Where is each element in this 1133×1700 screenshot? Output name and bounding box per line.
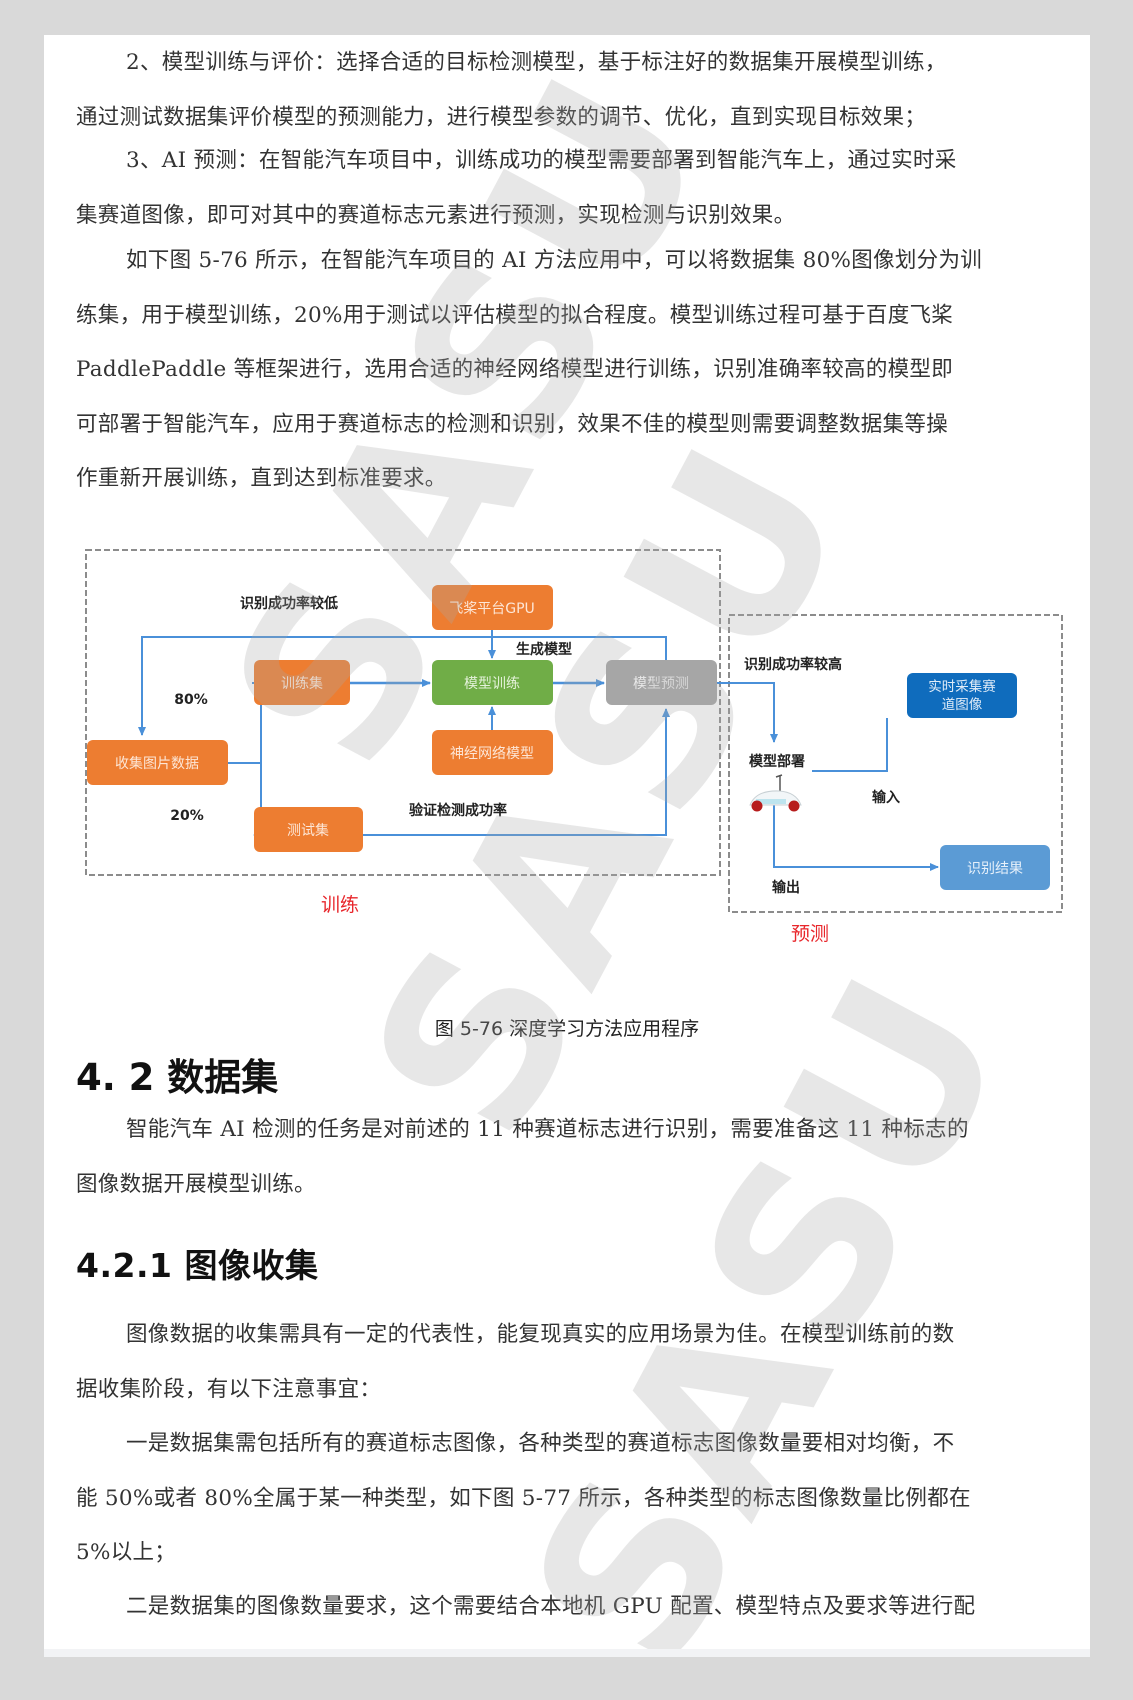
prediction-section-frame — [728, 614, 1063, 913]
arrow-to-trainset-final — [252, 683, 261, 763]
text-line: 2、模型训练与评价：选择合适的目标检测模型，基于标注好的数据集开展模型训练， — [126, 50, 947, 75]
label-verify-success: 验证检测成功率 — [409, 802, 507, 819]
arrow-realtime-to-car — [812, 718, 888, 772]
text-line: 图像数据开展模型训练。 — [76, 1171, 316, 1197]
text-line: 能 50%或者 80%全属于某一种类型，如下图 5-77 所示，各种类型的标志图… — [76, 1485, 971, 1511]
arrow-collect-to-trainset — [252, 683, 261, 763]
training-section-frame — [85, 549, 721, 876]
text-line: 作重新开展训练，直到达到标准要求。 — [76, 466, 447, 491]
label-80-percent: 80% — [174, 692, 208, 708]
arrow-split-80-path — [251, 683, 261, 763]
text-line: 可部署于智能汽车，应用于赛道标志的检测和识别，效果不佳的模型则需要调整数据集等操 — [76, 411, 949, 437]
text-line: 二是数据集的图像数量要求，这个需要结合本地机 GPU 配置、模型特点及要求等进行… — [126, 1594, 976, 1619]
paragraph-point-one: 一是数据集需包括所有的赛道标志图像，各种类型的赛道标志图像数量要相对均衡，不 能… — [76, 1417, 1036, 1581]
paragraph-figure-intro: 如下图 5-76 所示，在智能汽车项目的 AI 方法应用中，可以将数据集 80%… — [76, 234, 1036, 507]
svg-text:实时采集赛: 实时采集赛 — [928, 679, 996, 695]
svg-text:识别结果: 识别结果 — [967, 861, 1023, 877]
paragraph-point-two: 二是数据集的图像数量要求，这个需要结合本地机 GPU 配置、模型特点及要求等进行… — [76, 1580, 1036, 1635]
node-test-set: 测试集 — [254, 807, 363, 852]
arrow-to-test-set — [253, 763, 262, 839]
paragraph-model-training-evaluation: 2、模型训练与评价：选择合适的目标检测模型，基于标注好的数据集开展模型训练， 通… — [76, 36, 1036, 145]
label-generate-model: 生成模型 — [516, 641, 572, 658]
text-line: 通过测试数据集评价模型的预测能力，进行模型参数的调节、优化，直到实现目标效果； — [76, 104, 927, 130]
page-bottom-edge — [44, 1649, 1090, 1657]
svg-text:模型预测: 模型预测 — [633, 676, 689, 692]
text-line: 如下图 5-76 所示，在智能汽车项目的 AI 方法应用中，可以将数据集 80%… — [126, 248, 983, 273]
label-model-deploy: 模型部署 — [749, 753, 805, 770]
watermark-sasu: SASU — [321, 400, 903, 1177]
text-line: 图像数据的收集需具有一定的代表性，能复现真实的应用场景为佳。在模型训练前的数 — [126, 1322, 955, 1347]
label-low-success: 识别成功率较低 — [240, 595, 338, 612]
node-realtime-capture: 实时采集赛 道图像 — [907, 673, 1017, 718]
text-line: 集赛道图像，即可对其中的赛道标志元素进行预测，实现检测与识别效果。 — [76, 202, 796, 228]
paragraph-ai-prediction: 3、AI 预测：在智能汽车项目中，训练成功的模型需要部署到智能汽车上，通过实时采… — [76, 134, 1036, 243]
text-line: 智能汽车 AI 检测的任务是对前述的 11 种赛道标志进行识别，需要准备这 11… — [126, 1117, 969, 1142]
text-line: 3、AI 预测：在智能汽车项目中，训练成功的模型需要部署到智能汽车上，通过实时采 — [126, 148, 957, 173]
figure-caption: 图 5-76 深度学习方法应用程序 — [434, 1018, 700, 1040]
svg-text:飞桨平台GPU: 飞桨平台GPU — [449, 600, 535, 617]
arrow-testset-to-predict — [363, 708, 670, 836]
arrow-train-set — [251, 683, 261, 763]
svg-text:模型训练: 模型训练 — [464, 676, 520, 692]
text-line: 据收集阶段，有以下注意事宜： — [76, 1376, 382, 1402]
label-high-success: 识别成功率较高 — [744, 656, 842, 673]
node-neural-network: 神经网络模型 — [432, 730, 553, 775]
svg-text:收集图片数据: 收集图片数据 — [115, 755, 199, 772]
svg-text:训练集: 训练集 — [281, 675, 323, 692]
svg-text:神经网络模型: 神经网络模型 — [450, 746, 534, 762]
label-output: 输出 — [772, 879, 800, 896]
paragraph-image-collection: 图像数据的收集需具有一定的代表性，能复现真实的应用场景为佳。在模型训练前的数 据… — [76, 1308, 1036, 1417]
branch-80 — [251, 683, 261, 763]
arrow-split-80 — [252, 683, 261, 763]
label-20-percent: 20% — [170, 808, 204, 824]
branch-80-visible — [254, 683, 261, 763]
arrow-predict-to-deploy — [717, 682, 778, 743]
label-input: 输入 — [872, 789, 900, 806]
prediction-section-label: 预测 — [791, 923, 829, 945]
text-line: 练集，用于模型训练，20%用于测试以评估模型的拟合程度。模型训练过程可基于百度飞… — [76, 302, 954, 328]
node-recognition-result: 识别结果 — [940, 845, 1050, 890]
text-line: PaddlePaddle 等框架进行，选用合适的神经网络模型进行训练，识别准确率… — [76, 357, 954, 382]
feedback-arrow — [138, 636, 667, 736]
section-heading-4-2: 4. 2 数据集 — [76, 1056, 279, 1099]
node-model-prediction: 模型预测 — [606, 660, 717, 705]
text-line: 5%以上； — [76, 1540, 177, 1565]
document-page: 2、模型训练与评价：选择合适的目标检测模型，基于标注好的数据集开展模型训练， 通… — [44, 35, 1090, 1657]
arrow-to-train-set — [252, 682, 262, 763]
text-line: 一是数据集需包括所有的赛道标志图像，各种类型的赛道标志图像数量要相对均衡，不 — [126, 1431, 955, 1456]
arrow-car-to-result — [773, 805, 939, 871]
svg-text:测试集: 测试集 — [287, 822, 329, 839]
arrow-collect-train — [251, 683, 261, 763]
node-collect-images: 收集图片数据 — [87, 740, 228, 785]
node-paddle-gpu: 飞桨平台GPU — [432, 585, 553, 630]
svg-text:道图像: 道图像 — [942, 697, 983, 713]
training-section-label: 训练 — [321, 894, 359, 916]
smart-car-icon — [749, 774, 802, 812]
node-training-set: 训练集 — [254, 660, 350, 705]
node-model-training: 模型训练 — [432, 660, 553, 705]
paragraph-dataset-intro: 智能汽车 AI 检测的任务是对前述的 11 种赛道标志进行识别，需要准备这 11… — [76, 1103, 1036, 1212]
section-heading-4-2-1: 4.2.1 图像收集 — [76, 1246, 319, 1285]
